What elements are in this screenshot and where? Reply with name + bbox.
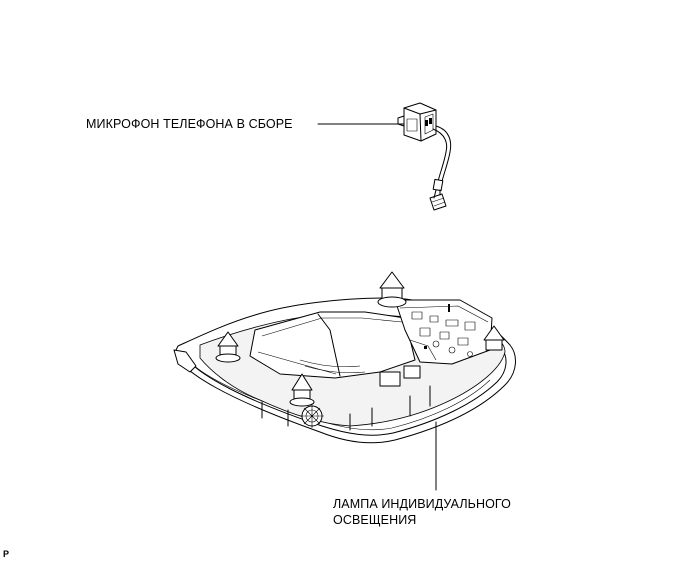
- adjust-gear: [300, 404, 324, 428]
- phone-microphone-assembly: [317, 102, 452, 211]
- lamp-label-line1: ЛАМПА ИНДИВИДУАЛЬНОГО: [333, 497, 511, 511]
- corner-mark: P: [3, 549, 10, 559]
- personal-lamp-assembly: [173, 271, 516, 491]
- front-ribs: [261, 365, 431, 431]
- board-components: [409, 304, 476, 361]
- mounting-clip-left: [215, 331, 241, 363]
- lamp-label: ЛАМПА ИНДИВИДУАЛЬНОГО ОСВЕЩЕНИЯ: [333, 496, 511, 528]
- mic-assembly-label: МИКРОФОН ТЕЛЕФОНА В СБОРЕ: [86, 117, 293, 131]
- mounting-clip-right: [483, 325, 505, 351]
- mounting-clip-top: [377, 271, 407, 308]
- mounting-clip-front: [289, 373, 315, 407]
- mic-cable: [435, 125, 452, 191]
- lamp-label-line2: ОСВЕЩЕНИЯ: [333, 513, 417, 527]
